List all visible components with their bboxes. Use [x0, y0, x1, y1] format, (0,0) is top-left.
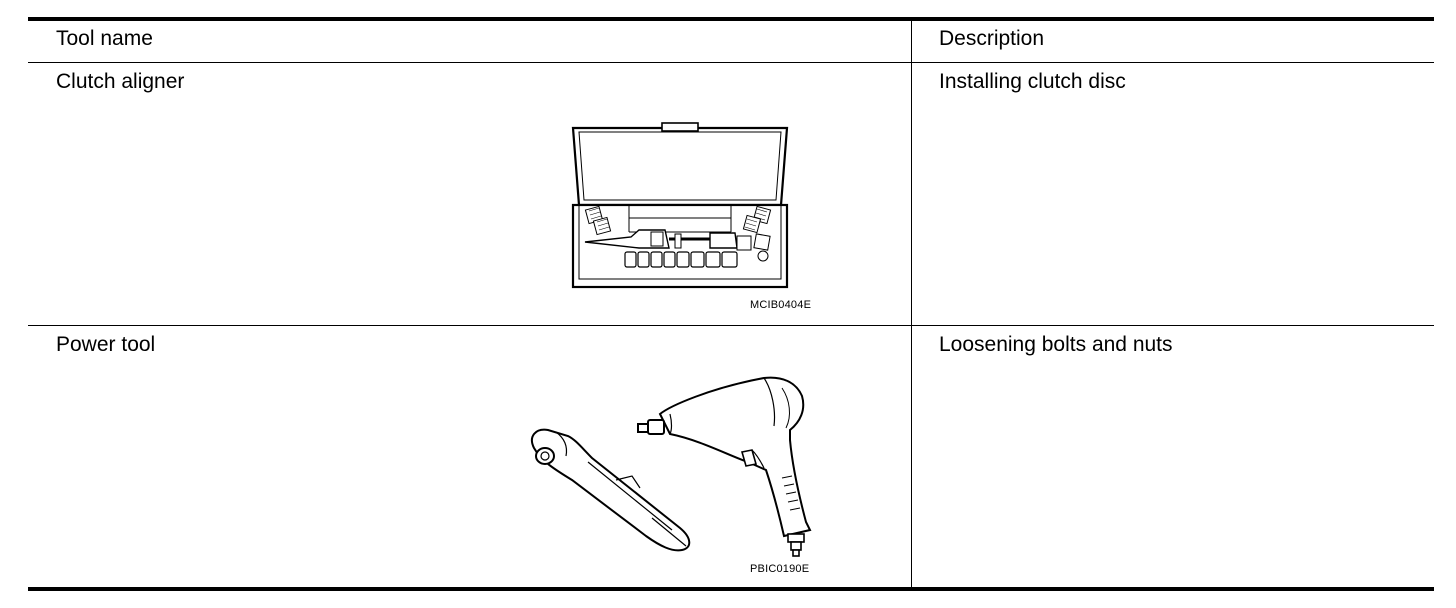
table-top-rule [28, 17, 1434, 21]
row-divider [28, 325, 1434, 326]
row-2-figure-code: PBIC0190E [750, 563, 810, 575]
row-1-figure-code: MCIB0404E [750, 299, 812, 311]
row-2-tool-name: Power tool [56, 333, 156, 356]
power-tool-icon [530, 376, 812, 557]
row-2-description: Loosening bolts and nuts [939, 333, 1173, 356]
header-description: Description [939, 27, 1045, 50]
row-1-description: Installing clutch disc [939, 70, 1126, 93]
row-1-tool-name: Clutch aligner [56, 70, 185, 93]
header-divider [28, 62, 1434, 63]
table-bottom-rule [28, 587, 1434, 591]
header-tool-name: Tool name [56, 27, 153, 50]
column-divider [911, 20, 912, 588]
clutch-aligner-kit-icon [571, 122, 789, 289]
